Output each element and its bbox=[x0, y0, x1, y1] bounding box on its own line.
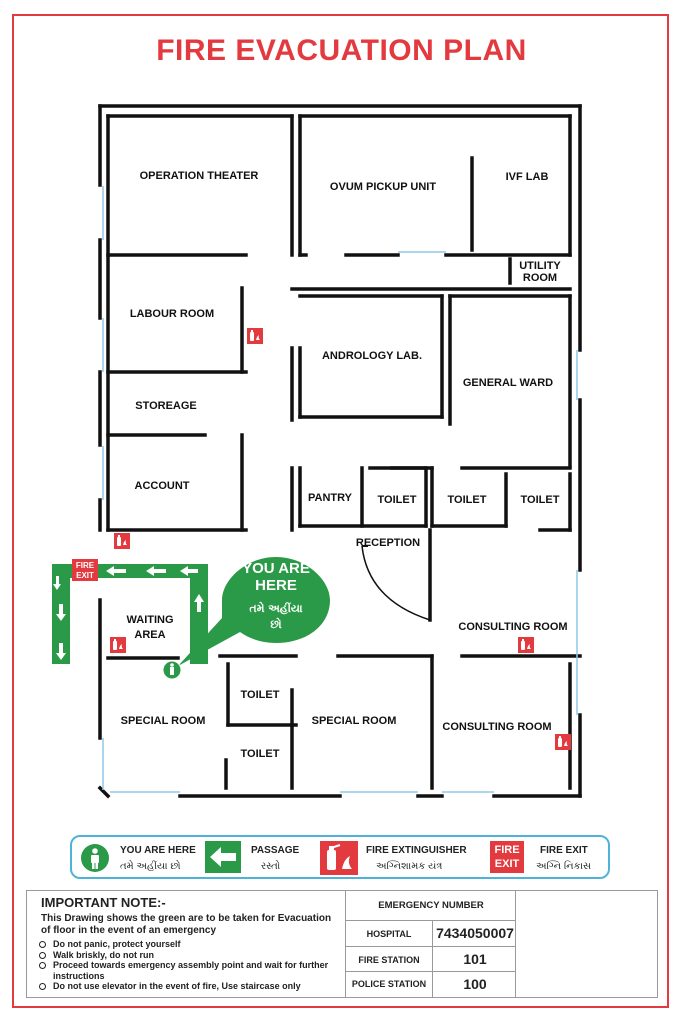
fire-extinguisher-icon bbox=[555, 734, 571, 750]
room-toilet-2: TOILET bbox=[448, 494, 487, 506]
emergency-header: EMERGENCY NUMBER bbox=[378, 900, 484, 911]
legend-passage-gu: રસ્તો bbox=[261, 861, 281, 872]
emergency-header-row: EMERGENCY NUMBER bbox=[346, 891, 516, 921]
note-list: Do not panic, protect yourself Walk bris… bbox=[37, 939, 342, 992]
note-item: Do not use elevator in the event of fire… bbox=[37, 981, 342, 992]
walls bbox=[97, 104, 582, 799]
fire-extinguisher-icon bbox=[518, 637, 534, 653]
legend: YOU ARE HERE તમે અહીંયા છો PASSAGE રસ્તો… bbox=[70, 835, 610, 879]
fire-exit-sign: FIRE EXIT bbox=[490, 841, 524, 873]
you-are-here-marker: YOU ARE HERE તમે અહીંયા છો bbox=[162, 557, 330, 680]
room-reception: RECEPTION bbox=[356, 537, 420, 549]
room-consulting-1: CONSULTING ROOM bbox=[458, 621, 567, 633]
note-item: Proceed towards emergency assembly point… bbox=[37, 960, 342, 981]
fire-exit-sign bbox=[72, 559, 98, 581]
note-item: Do not panic, protect yourself bbox=[37, 939, 342, 950]
legend-passage: PASSAGE રસ્તો bbox=[205, 841, 315, 877]
room-toilet-1: TOILET bbox=[378, 494, 417, 506]
arrow-down-icon bbox=[53, 576, 66, 660]
room-labour: LABOUR ROOM bbox=[130, 308, 214, 320]
room-consulting-2: CONSULTING ROOM bbox=[442, 721, 551, 733]
legend-you-are-here-label: YOU ARE HERE bbox=[120, 845, 196, 856]
emergency-table: EMERGENCY NUMBER HOSPITAL 7434050007 FIR… bbox=[345, 891, 516, 997]
legend-you-are-here: YOU ARE HERE તમે અહીંયા છો bbox=[80, 841, 205, 877]
police-station-label: POLICE STATION bbox=[351, 979, 427, 989]
room-account: ACCOUNT bbox=[135, 480, 190, 492]
room-waiting-1: WAITING bbox=[126, 614, 173, 626]
fire-exit-sign-line-1: FIRE bbox=[494, 844, 520, 856]
hospital-label: HOSPITAL bbox=[366, 929, 412, 939]
room-storeage: STOREAGE bbox=[135, 400, 197, 412]
note-item: Walk briskly, do not run bbox=[37, 950, 342, 961]
legend-extinguisher: FIRE EXTINGUISHER અગ્નિશામક યંત્ર bbox=[320, 841, 480, 877]
fire-station-label: FIRE STATION bbox=[358, 955, 420, 965]
legend-fire-exit: FIRE EXIT FIRE EXIT અગ્નિ નિકાસ bbox=[490, 841, 608, 877]
arrow-left-icon bbox=[205, 841, 241, 873]
you-are-here-text-4: છો bbox=[270, 617, 282, 631]
emergency-row-police: POLICE STATION 100 bbox=[346, 972, 516, 997]
you-are-here-text-2: HERE bbox=[255, 577, 297, 594]
room-andrology: ANDROLOGY LAB. bbox=[322, 350, 422, 362]
arrow-up-icon bbox=[194, 594, 204, 612]
fire-extinguisher-icon bbox=[247, 328, 263, 344]
evacuation-route: FIRE EXIT bbox=[52, 559, 208, 664]
arrow-left-icon bbox=[106, 566, 198, 576]
room-special-1: SPECIAL ROOM bbox=[121, 715, 206, 727]
room-toilet-3: TOILET bbox=[521, 494, 560, 506]
room-ovum-pickup: OVUM PICKUP UNIT bbox=[330, 181, 436, 193]
room-special-2: SPECIAL ROOM bbox=[312, 715, 397, 727]
room-ivf-lab: IVF LAB bbox=[506, 171, 549, 183]
legend-extinguisher-gu: અગ્નિશામક યંત્ર bbox=[376, 861, 443, 872]
fire-exit-sign-line-2: EXIT bbox=[494, 858, 520, 870]
important-note-panel: IMPORTANT NOTE:- This Drawing shows the … bbox=[26, 890, 658, 998]
floor-plan: OPERATION THEATER OVUM PICKUP UNIT IVF L… bbox=[52, 104, 582, 799]
page-title: FIRE EVACUATION PLAN bbox=[156, 34, 527, 67]
room-operation-theater: OPERATION THEATER bbox=[140, 170, 259, 182]
hospital-number: 7434050007 bbox=[432, 921, 517, 946]
room-pantry: PANTRY bbox=[308, 492, 353, 504]
legend-extinguisher-label: FIRE EXTINGUISHER bbox=[366, 845, 467, 856]
you-are-here-text-3: તમે અહીંયા bbox=[249, 601, 302, 615]
police-station-number: 100 bbox=[432, 972, 517, 997]
room-toilet-4: TOILET bbox=[241, 689, 280, 701]
room-general-ward: GENERAL WARD bbox=[463, 377, 553, 389]
empty-cell bbox=[515, 891, 658, 997]
page-border bbox=[12, 14, 669, 1008]
legend-you-are-here-gu: તમે અહીંયા છો bbox=[120, 861, 181, 872]
room-waiting-2: AREA bbox=[134, 629, 165, 641]
note-description: This Drawing shows the green are to be t… bbox=[41, 913, 332, 936]
fire-exit-sign-text-1: FIRE bbox=[76, 561, 95, 570]
fire-exit-sign-text-2: EXIT bbox=[76, 571, 94, 580]
fire-extinguisher-icon bbox=[114, 533, 130, 549]
fire-station-number: 101 bbox=[432, 947, 517, 971]
important-note: IMPORTANT NOTE:- This Drawing shows the … bbox=[27, 891, 345, 997]
legend-fire-exit-label: FIRE EXIT bbox=[540, 845, 588, 856]
you-are-here-text-1: YOU ARE bbox=[242, 560, 310, 577]
emergency-row-hospital: HOSPITAL 7434050007 bbox=[346, 921, 516, 947]
legend-fire-exit-gu: અગ્નિ નિકાસ bbox=[536, 861, 592, 872]
fire-extinguisher-icon bbox=[110, 637, 126, 653]
room-utility-2: ROOM bbox=[523, 272, 557, 284]
reception-door bbox=[361, 545, 431, 621]
person-icon bbox=[81, 844, 109, 872]
room-utility-1: UTILITY bbox=[519, 260, 561, 272]
legend-passage-label: PASSAGE bbox=[251, 845, 300, 856]
emergency-row-fire: FIRE STATION 101 bbox=[346, 947, 516, 972]
fire-extinguisher-icon bbox=[320, 841, 358, 875]
note-title: IMPORTANT NOTE:- bbox=[41, 895, 166, 910]
room-toilet-5: TOILET bbox=[241, 748, 280, 760]
windows bbox=[102, 186, 578, 793]
